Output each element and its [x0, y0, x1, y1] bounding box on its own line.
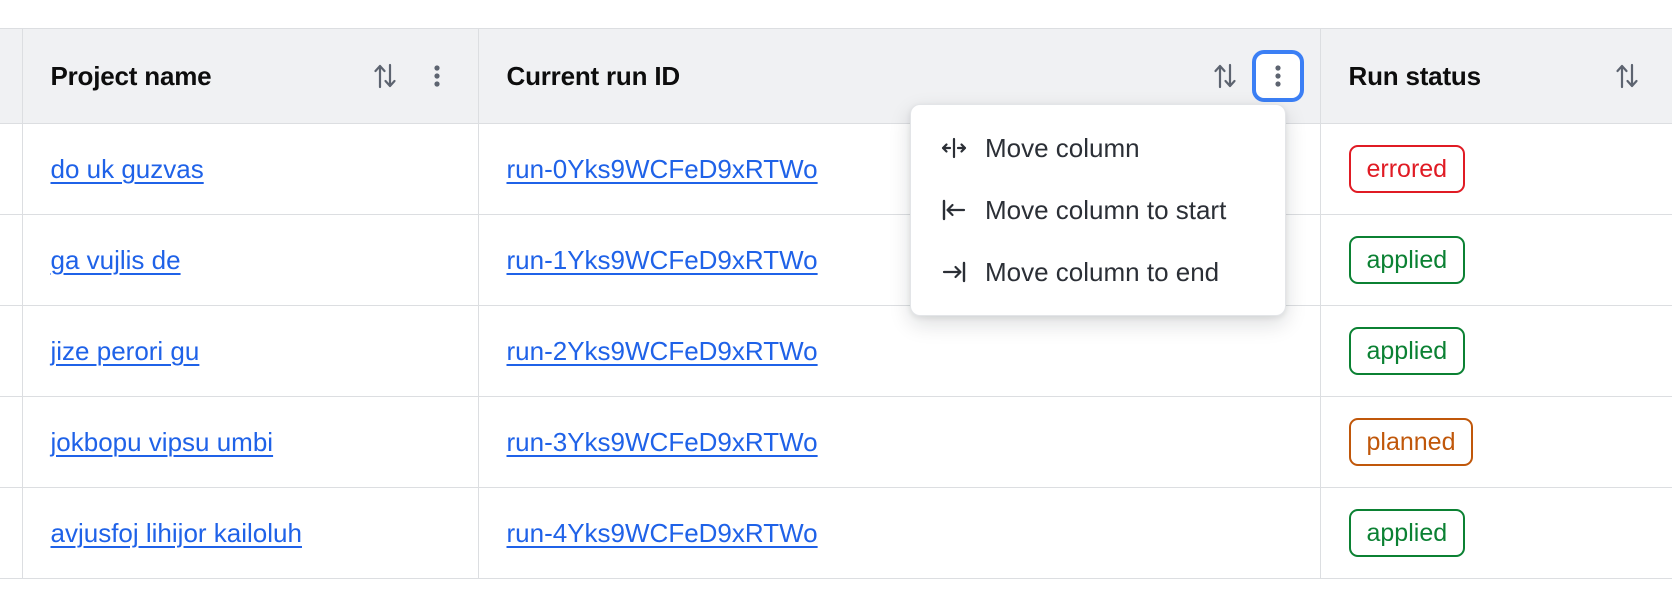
project-name-link[interactable]: ga vujlis de [50, 244, 181, 275]
table-row: avjusfoj lihijor kailoluh run-4Yks9WCFeD… [0, 487, 1672, 579]
status-badge: planned [1348, 418, 1474, 466]
run-id-link[interactable]: run-1Yks9WCFeD9xRTWo [506, 244, 818, 275]
kebab-menu-icon [425, 63, 449, 89]
table-row: jize perori gu run-2Yks9WCFeD9xRTWo appl… [0, 305, 1672, 397]
sort-arrows-icon [370, 60, 400, 92]
cell-run-status: errored [1320, 123, 1672, 215]
menu-item-label: Move column [985, 132, 1140, 163]
header-cell-current-run-id[interactable]: Current run ID [478, 28, 1321, 124]
menu-item-label: Move column to end [985, 256, 1220, 287]
move-column-icon [937, 131, 971, 165]
column-menu-button-project-name[interactable] [416, 55, 458, 97]
cell-selection [0, 305, 23, 397]
header-cell-run-status[interactable]: Run status [1320, 28, 1672, 124]
run-id-link[interactable]: run-3Yks9WCFeD9xRTWo [506, 426, 818, 457]
table-row: ga vujlis de run-1Yks9WCFeD9xRTWo applie… [0, 214, 1672, 306]
menu-item-label: Move column to start [985, 194, 1227, 225]
sort-arrows-icon [1612, 60, 1642, 92]
table-body: do uk guzvas run-0Yks9WCFeD9xRTWo errore… [0, 123, 1672, 579]
cell-project-name: ga vujlis de [22, 214, 479, 306]
cell-run-status: applied [1320, 305, 1672, 397]
cell-run-status: planned [1320, 396, 1672, 488]
header-label-current-run-id: Current run ID [506, 60, 681, 91]
status-badge: errored [1348, 145, 1466, 193]
cell-project-name: do uk guzvas [22, 123, 479, 215]
sort-arrows-icon [1210, 60, 1240, 92]
cell-selection [0, 396, 23, 488]
status-badge: applied [1348, 236, 1466, 284]
project-name-link[interactable]: jokbopu vipsu umbi [50, 426, 274, 457]
run-id-link[interactable]: run-0Yks9WCFeD9xRTWo [506, 153, 818, 184]
sort-button-current-run-id[interactable] [1204, 55, 1246, 97]
cell-selection [0, 123, 23, 215]
sort-button-run-status[interactable] [1606, 55, 1648, 97]
menu-item-move-column-to-end[interactable]: Move column to end [911, 241, 1285, 303]
cell-selection [0, 214, 23, 306]
cell-project-name: avjusfoj lihijor kailoluh [22, 487, 479, 579]
column-context-menu: Move column Move column to start Move co… [910, 104, 1286, 316]
projects-table-container: Project name [0, 28, 1672, 579]
cell-current-run-id: run-3Yks9WCFeD9xRTWo [478, 396, 1321, 488]
header-cell-project-name[interactable]: Project name [22, 28, 479, 124]
menu-item-move-column-to-start[interactable]: Move column to start [911, 179, 1285, 241]
header-label-run-status: Run status [1348, 60, 1482, 91]
cell-run-status: applied [1320, 214, 1672, 306]
sort-button-project-name[interactable] [364, 55, 406, 97]
status-badge: applied [1348, 509, 1466, 557]
cell-current-run-id: run-4Yks9WCFeD9xRTWo [478, 487, 1321, 579]
projects-table: Project name [0, 28, 1672, 579]
cell-selection [0, 487, 23, 579]
kebab-menu-icon [1266, 63, 1290, 89]
cell-current-run-id: run-2Yks9WCFeD9xRTWo [478, 305, 1321, 397]
cell-project-name: jize perori gu [22, 305, 479, 397]
project-name-link[interactable]: avjusfoj lihijor kailoluh [50, 517, 302, 548]
cell-run-status: applied [1320, 487, 1672, 579]
move-column-to-end-icon [937, 255, 971, 289]
run-id-link[interactable]: run-4Yks9WCFeD9xRTWo [506, 517, 818, 548]
table-row: jokbopu vipsu umbi run-3Yks9WCFeD9xRTWo … [0, 396, 1672, 488]
table-header: Project name [0, 28, 1672, 124]
project-name-link[interactable]: do uk guzvas [50, 153, 204, 184]
run-id-link[interactable]: run-2Yks9WCFeD9xRTWo [506, 335, 818, 366]
cell-project-name: jokbopu vipsu umbi [22, 396, 479, 488]
header-label-project-name: Project name [50, 60, 212, 91]
column-menu-button-current-run-id[interactable] [1255, 54, 1300, 98]
menu-item-move-column[interactable]: Move column [911, 117, 1285, 179]
status-badge: applied [1348, 327, 1466, 375]
header-cell-selection [0, 28, 23, 124]
project-name-link[interactable]: jize perori gu [50, 335, 200, 366]
table-row: do uk guzvas run-0Yks9WCFeD9xRTWo errore… [0, 123, 1672, 215]
table-header-row: Project name [0, 28, 1672, 124]
move-column-to-start-icon [937, 193, 971, 227]
